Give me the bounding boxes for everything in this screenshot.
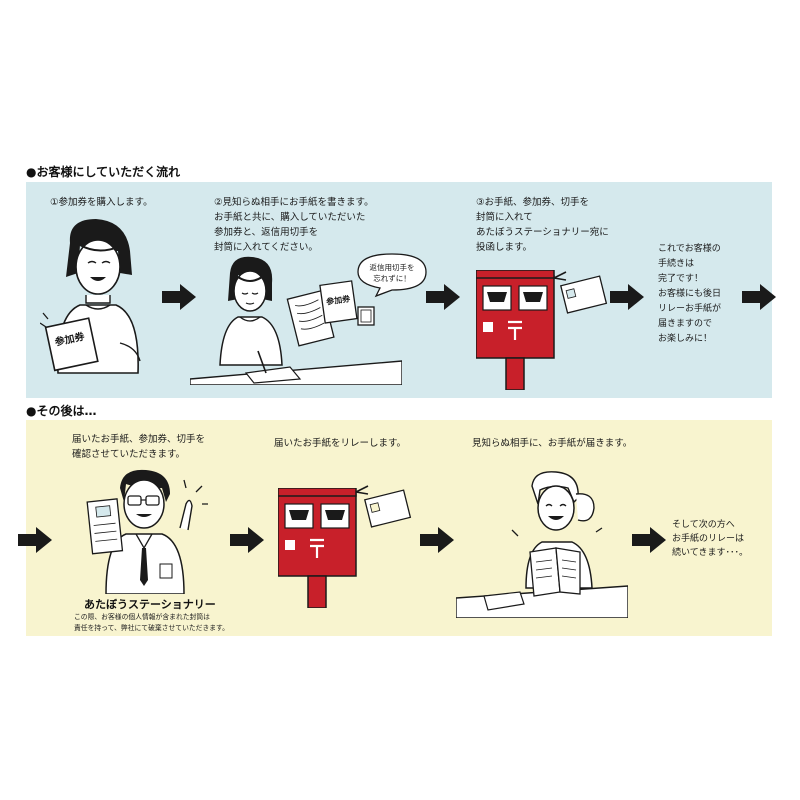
after-step2-text: 届いたお手紙をリレーします。	[274, 438, 407, 449]
woman-with-ticket-illustration: 参加券	[40, 219, 141, 374]
right-arrow-icon	[426, 284, 460, 310]
section2-heading: ●その後は…	[26, 404, 97, 418]
step1-text: ①参加券を購入します。	[50, 197, 153, 208]
right-arrow-icon	[632, 527, 666, 553]
right-arrow-icon	[162, 284, 196, 310]
woman-reading-letter-illustration	[456, 471, 628, 618]
step2-text: ②見知らぬ相手にお手紙を書きます。 お手紙と共に、購入していただいた 参加券と、…	[214, 197, 374, 253]
right-arrow-icon	[742, 284, 776, 310]
right-arrow-icon	[610, 284, 644, 310]
right-arrow-icon	[18, 527, 52, 553]
envelope-icon	[355, 485, 412, 528]
flow-band-after	[26, 420, 772, 636]
envelope-icon	[553, 271, 608, 314]
privacy-note: この際、お客様の個人情報が含まれた封筒は 責任を持って、弊社にて破棄させていただ…	[74, 613, 229, 632]
final-text: そして次の方へ お手紙のリレーは 続いてきます･･･。	[672, 520, 748, 558]
after-step1-text: 届いたお手紙、参加券、切手を 確認させていただきます。	[72, 434, 206, 460]
speech-bubble	[357, 253, 427, 298]
brand-name: あたぼうステーショナリー	[84, 598, 216, 611]
bubble-text: 返信用切手を 忘れずに！	[369, 263, 415, 283]
ticket-label: 参加券	[325, 293, 352, 307]
staff-man-illustration	[86, 469, 208, 594]
postbox-icon	[278, 488, 357, 608]
section1-heading: ●お客様にしていただく流れ	[26, 165, 181, 179]
stamp-icon	[357, 306, 375, 326]
done-text: これでお客様の 手続きは 完了です！ お客様にも後日 リレーお手紙が 届きますの…	[658, 244, 722, 344]
postbox-icon	[476, 270, 555, 390]
right-arrow-icon	[420, 527, 454, 553]
step3-text: ③お手紙、参加券、切手を 封筒に入れて あたぼうステーショナリー宛に 投函します…	[476, 197, 609, 253]
right-arrow-icon	[230, 527, 264, 553]
after-step3-text: 見知らぬ相手に、お手紙が届きます。	[472, 438, 633, 449]
woman-writing-letter-illustration: 参加券	[190, 256, 402, 385]
